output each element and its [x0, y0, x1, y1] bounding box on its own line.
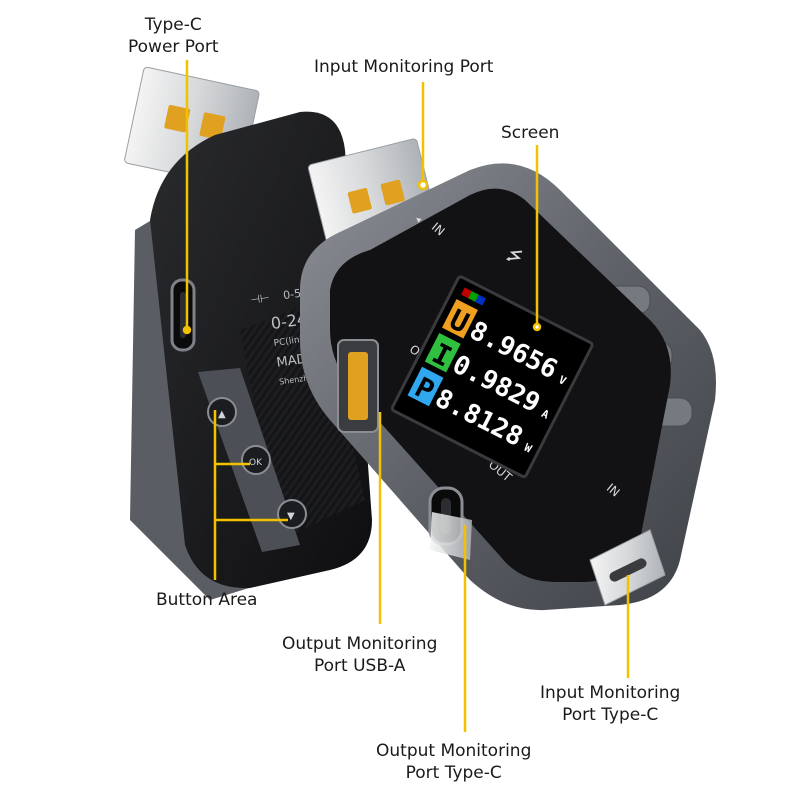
svg-text:OK: OK: [249, 458, 263, 468]
callout-lines: [182, 60, 630, 732]
callout-text-line: Output Monitoring: [282, 634, 438, 654]
callout-text-line: Input Monitoring: [540, 683, 681, 703]
callout-type-c-power-port: Type-C Power Port: [128, 14, 219, 58]
back-printed-range: 0-24: [270, 309, 309, 333]
button-ok: [241, 445, 271, 475]
svg-text:◂: ◂: [413, 214, 424, 226]
callout-button-area: Button Area: [156, 590, 258, 610]
lcd-letter-box: [407, 366, 444, 407]
output-usb-a-port: [337, 339, 379, 433]
gold-pad: [164, 105, 191, 133]
input-type-c-plug: [589, 529, 666, 606]
callout-text-line: Type-C: [144, 15, 202, 35]
callout-output-usb-a: Output Monitoring Port USB-A: [282, 633, 437, 677]
callout-text-line: Power Port: [128, 37, 219, 57]
svg-text:▲: ▲: [218, 409, 226, 420]
svg-text:⊣⊢: ⊣⊢: [250, 291, 271, 307]
front-device: IN ◂ ⭍ OUT OUT IN U8.9656VI0.9829AP8.812…: [300, 138, 716, 611]
back-printed-text: 0-5: [282, 287, 302, 302]
callout-text-line: Port USB-A: [313, 656, 406, 676]
svg-text:▼: ▼: [287, 511, 295, 522]
gold-pad: [347, 188, 372, 214]
callout-input-type-c: Input Monitoring Port Type-C: [540, 682, 680, 726]
callout-screen: Screen: [501, 123, 560, 143]
gold-pad: [380, 179, 405, 206]
callout-output-type-c: Output Monitoring Port Type-C: [376, 740, 531, 784]
lcd-letter-box: [442, 299, 478, 339]
callout-text-line: Port Type-C: [405, 763, 502, 783]
gold-pad: [199, 112, 226, 140]
callout-text-line: Output Monitoring: [376, 741, 532, 761]
callout-input-monitoring-port: Input Monitoring Port: [314, 57, 494, 77]
callout-text-line: Port Type-C: [562, 705, 659, 725]
lcd-letter-box: [424, 332, 461, 373]
